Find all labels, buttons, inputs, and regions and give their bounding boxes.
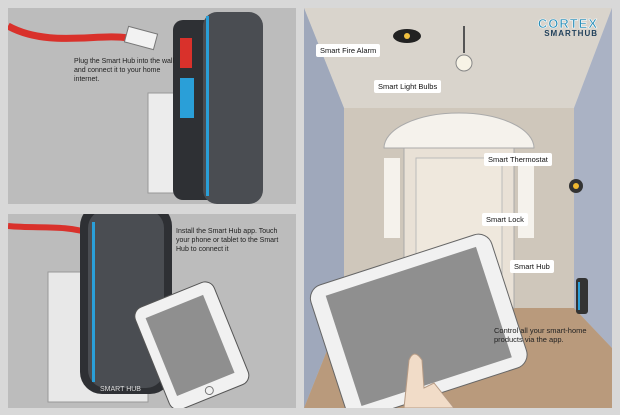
blue-port [180, 78, 194, 118]
panel-app-install: SMART HUB Install the Smart Hub app. Tou… [8, 214, 296, 408]
panel1-caption: Plug the Smart Hub into the wall and con… [74, 58, 174, 83]
hub-front [203, 12, 263, 204]
fire-alarm-light [404, 33, 410, 39]
label-light-bulbs: Smart Light Bulbs [374, 80, 442, 93]
label-thermostat: Smart Thermostat [484, 153, 552, 166]
panel3-caption: Control all your smart-home products via… [494, 326, 587, 345]
brand-title: CORTEX [537, 16, 598, 32]
panel-smart-home: CORTEX SMARTHUB Smart Fire Alarm Smart L… [304, 8, 612, 408]
panel2-caption: Install the Smart Hub app. Touch your ph… [176, 228, 279, 253]
hub-brand-text: SMART HUB [100, 386, 141, 393]
red-port [180, 38, 192, 68]
hub-accent-strip [206, 16, 209, 196]
transom-window [383, 112, 535, 149]
hub-accent-strip-2 [92, 222, 95, 382]
light-bulb-device [455, 54, 473, 72]
ethernet-cable [8, 22, 129, 42]
phone-home-button [204, 386, 214, 396]
tablet [309, 233, 528, 408]
wall-hub-device [576, 278, 588, 314]
brand-logo: CORTEX SMARTHUB [538, 16, 598, 38]
brand-subtitle: SMARTHUB [544, 29, 598, 38]
phone-screen [145, 294, 235, 397]
sidelight-left [384, 158, 400, 238]
room-illustration [304, 8, 612, 408]
sidelight-right [518, 158, 534, 238]
wall-hub-accent [578, 282, 580, 310]
thermostat-dial [573, 183, 579, 189]
tablet-screen [325, 246, 512, 407]
panel-plug-in: Plug the Smart Hub into the wall and con… [8, 8, 296, 204]
label-hub: Smart Hub [510, 260, 554, 273]
ethernet-plug [123, 25, 159, 51]
hand [403, 353, 455, 408]
plug-in-illustration [8, 12, 263, 204]
right-wall [574, 8, 612, 348]
app-install-illustration [8, 214, 250, 408]
phone [134, 281, 250, 408]
label-fire-alarm: Smart Fire Alarm [316, 44, 381, 57]
label-lock: Smart Lock [482, 213, 528, 226]
